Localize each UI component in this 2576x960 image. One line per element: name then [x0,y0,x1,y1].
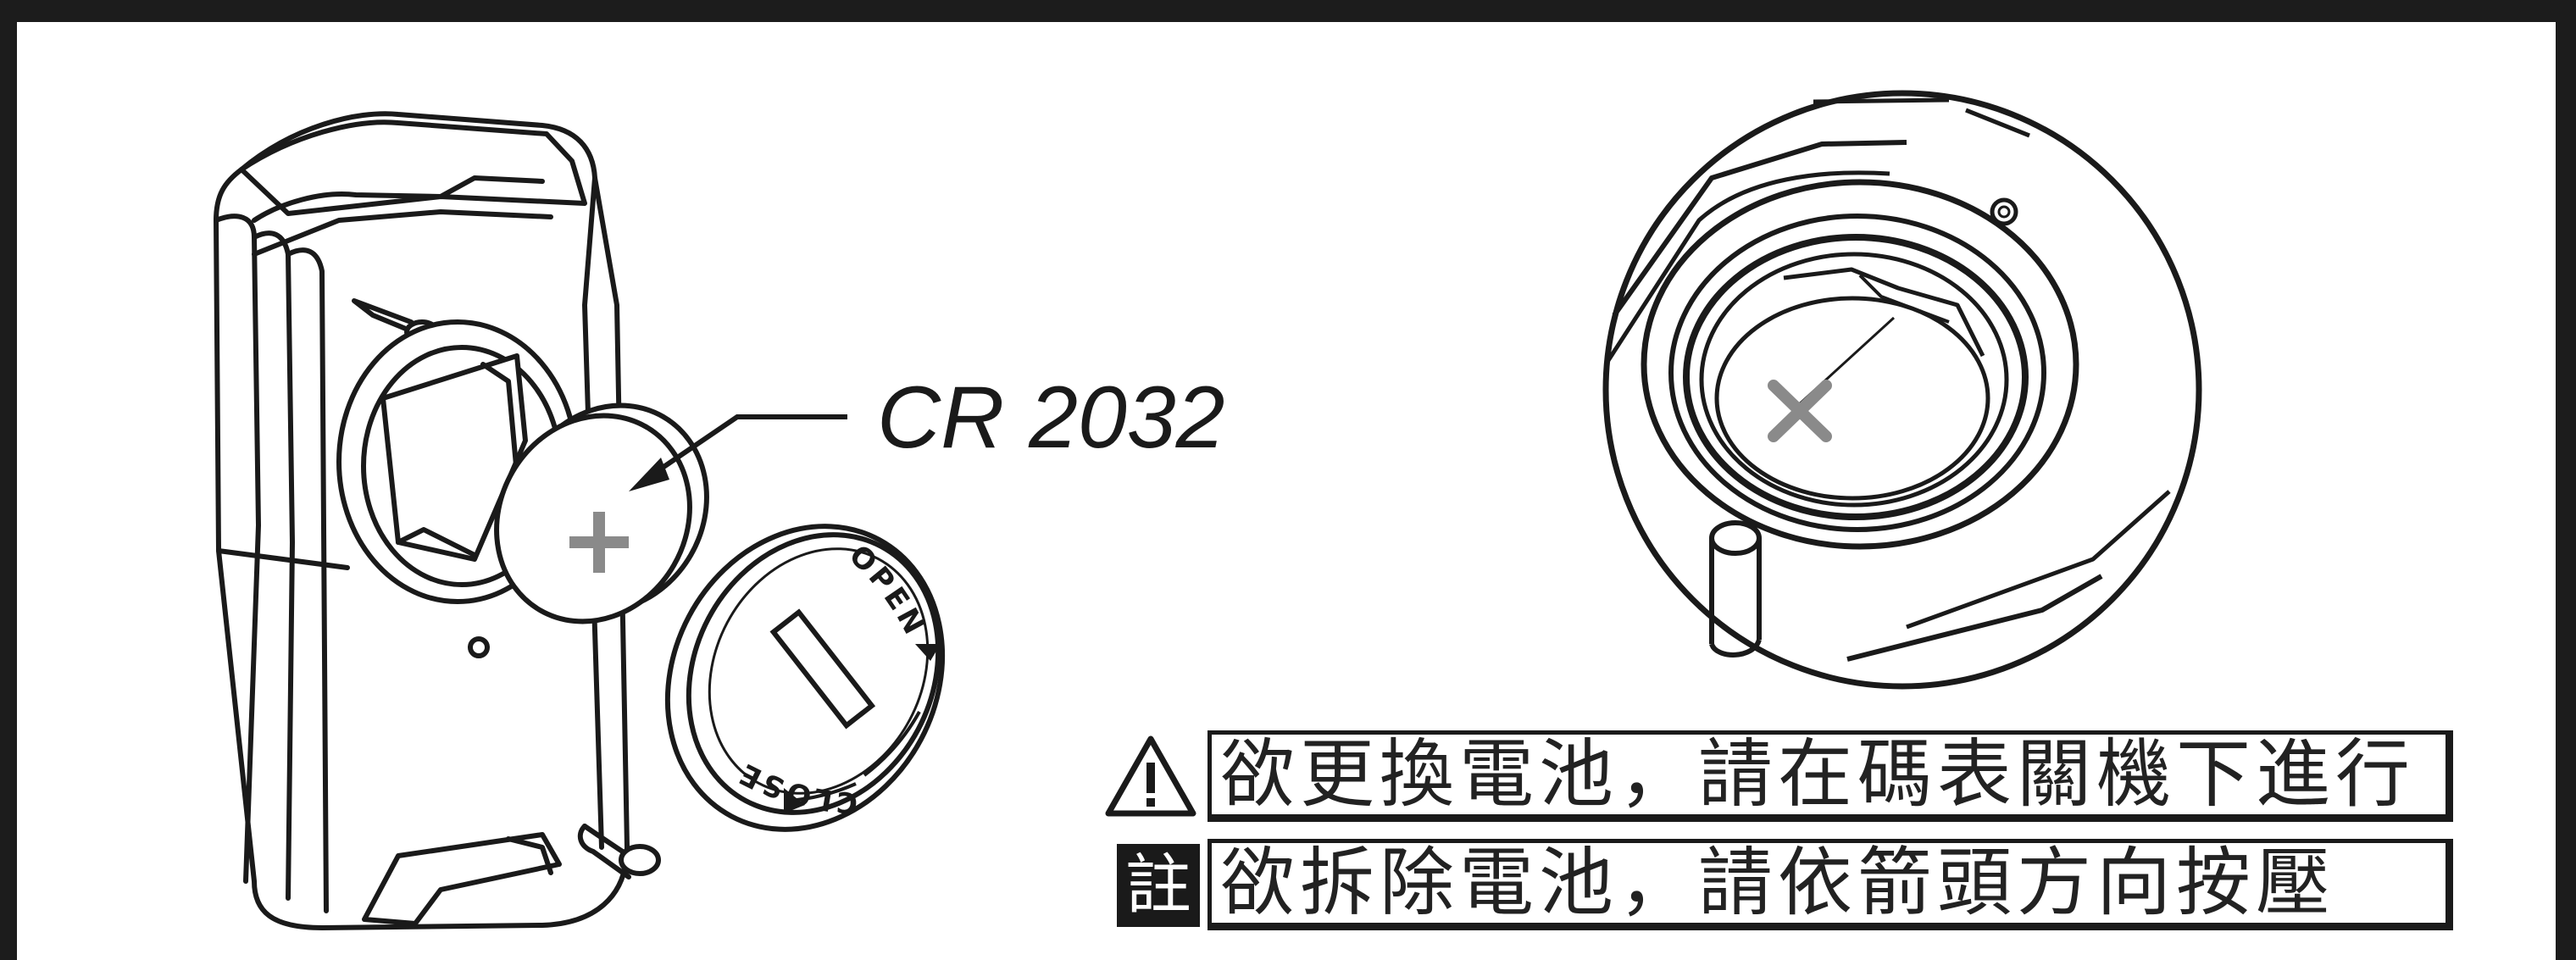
leader-arrowhead [629,458,669,491]
removal-note: 欲拆除電池，請依箭頭方向按壓 [1208,839,2453,930]
warning-text: 欲更換電池，請在碼表關機下進行 [1220,730,2416,818]
warning-note: 欲更換電池，請在碼表關機下進行 [1208,730,2453,822]
cover-arrowhead [915,644,941,661]
cover-arrowhead [784,788,805,813]
battery-cover [664,524,946,832]
warning-icon [1105,735,1196,817]
battery-label-leader [651,414,847,477]
plus-mark [1768,380,1832,442]
note-badge: 註 [1117,844,1200,927]
note-text: 欲拆除電池，請依箭頭方向按壓 [1220,839,2336,926]
magnified-view [1602,90,2202,690]
plus-mark [569,512,629,573]
battery-model-label: CR 2032 [877,369,1224,467]
